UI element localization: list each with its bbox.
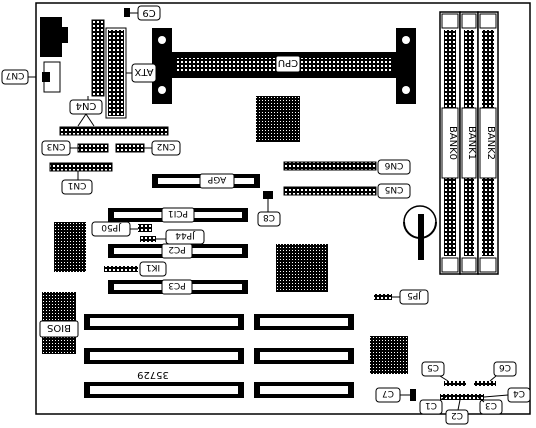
c8-capacitor: C8 [257, 191, 281, 227]
c9-label: C9 [142, 7, 155, 18]
jp50-jumper: JP50 [91, 221, 152, 237]
dimm-bank-0: BANK0 [439, 11, 461, 275]
north-bridge-chip [256, 96, 300, 142]
cn1-connector: CN1 [49, 162, 113, 195]
c8-label: C8 [263, 212, 275, 222]
pci1-slot: PCI1 [108, 207, 248, 223]
jp50-label: JP50 [101, 222, 122, 232]
atx-label: ATX [134, 66, 153, 77]
ik1-label: IK1 [146, 262, 160, 272]
ik1-connector: IK1 [104, 261, 167, 277]
cn3-label: CN3 [47, 141, 66, 151]
capacitor-group: C5 C6 C4 C7 C1 C2 C3 [375, 361, 531, 425]
cpu-slot: CPU ATX [126, 28, 416, 104]
cn4-label: CN4 [76, 100, 97, 111]
agp-slot: AGP [152, 173, 260, 189]
battery [403, 205, 437, 260]
pc3-slot: PC3 [108, 279, 248, 295]
jp44-label: JP44 [175, 230, 196, 240]
isa-slots [84, 314, 354, 398]
c6-label: C6 [499, 362, 511, 372]
io-chip [370, 336, 408, 374]
pc3-label: PC3 [168, 280, 185, 290]
pci1-label: PCI1 [168, 208, 188, 218]
cn7-connector: CN7 [1, 69, 50, 85]
cn5-connector: CN5 [283, 183, 411, 199]
middle-chip [276, 244, 328, 292]
jp5-label: JP5 [407, 290, 422, 300]
header-strip [59, 126, 169, 136]
dimm-bank-2: BANK2 [477, 11, 499, 275]
cn5-label: CN5 [385, 184, 404, 194]
bank1-label: BANK1 [466, 126, 477, 160]
cn3-connector: CN3 [41, 140, 109, 156]
c9-capacitor: C9 [124, 5, 161, 21]
pc2-label: PC2 [168, 244, 185, 254]
c1-label: C1 [425, 400, 437, 410]
cpu-label: CPU [278, 57, 298, 68]
south-bridge-chip [54, 222, 86, 272]
c7-label: C7 [382, 388, 394, 398]
io-connectors [40, 17, 68, 93]
bios-label: BIOS [47, 322, 71, 333]
c4-label: C4 [513, 388, 525, 398]
jp5-jumper: JP5 [374, 289, 429, 305]
bank0-label: BANK0 [447, 126, 458, 160]
dimm-bank-1: BANK1 [459, 11, 479, 275]
cn2-connector: CN2 [115, 140, 181, 156]
cn6-label: CN6 [384, 160, 403, 170]
jp44-jumper: JP44 [140, 229, 205, 245]
cn2-label: CN2 [157, 141, 176, 151]
agp-label: AGP [207, 174, 226, 184]
cn7-label: CN7 [6, 70, 25, 80]
cn4-atx-power: CN4 [69, 19, 127, 127]
cn6-connector: CN6 [283, 159, 411, 175]
c5-label: C5 [427, 362, 439, 372]
board-number: 35729 [137, 369, 169, 380]
pc2-slot: PC2 [108, 243, 248, 259]
c3-label: C3 [485, 400, 497, 410]
cn1-label: CN1 [68, 180, 87, 190]
bank2-label: BANK2 [485, 126, 496, 160]
bios-chip: BIOS [39, 292, 79, 354]
c2-label: C2 [451, 410, 463, 420]
